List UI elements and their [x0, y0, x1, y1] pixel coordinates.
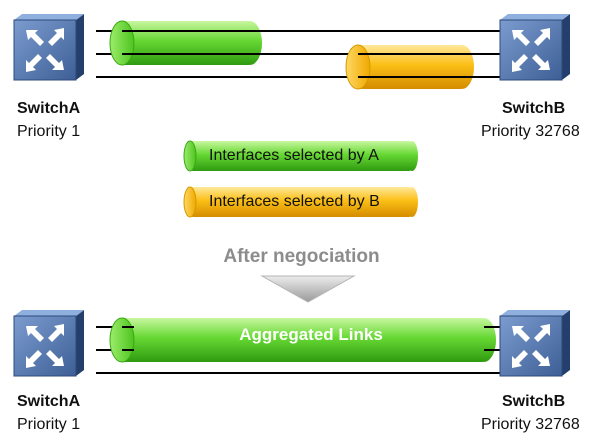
switch-a-name-bottom: SwitchA: [17, 393, 81, 410]
switch-b-name-top: SwitchB: [502, 100, 566, 117]
switch-b-icon-top: [499, 13, 571, 81]
legend-green-label: Interfaces selected by A: [209, 147, 379, 164]
legend-green-swatch: [183, 140, 418, 172]
aggregated-cylinder: [109, 317, 500, 363]
green-cylinder-top: [109, 20, 262, 66]
switch-a-priority-top: Priority 1: [17, 123, 81, 140]
switch-b-priority-bottom: Priority 32768: [481, 416, 580, 433]
switch-a-icon-top: [13, 13, 85, 81]
aggregated-links-label: Aggregated Links: [239, 325, 383, 344]
switch-a-priority-bottom: Priority 1: [17, 416, 81, 433]
switch-a-icon-bottom: [13, 309, 85, 377]
down-arrow-icon: [260, 275, 356, 303]
after-negotiation-label: After negociation: [223, 246, 380, 267]
switch-b-priority-top: Priority 32768: [481, 123, 580, 140]
switch-b-name-bottom: SwitchB: [502, 393, 566, 410]
orange-cylinder-top: [345, 44, 474, 90]
switch-a-name-top: SwitchA: [17, 100, 81, 117]
legend-orange-label: Interfaces selected by B: [209, 193, 380, 210]
legend-orange-swatch: [183, 186, 418, 218]
switch-b-icon-bottom: [499, 309, 571, 377]
